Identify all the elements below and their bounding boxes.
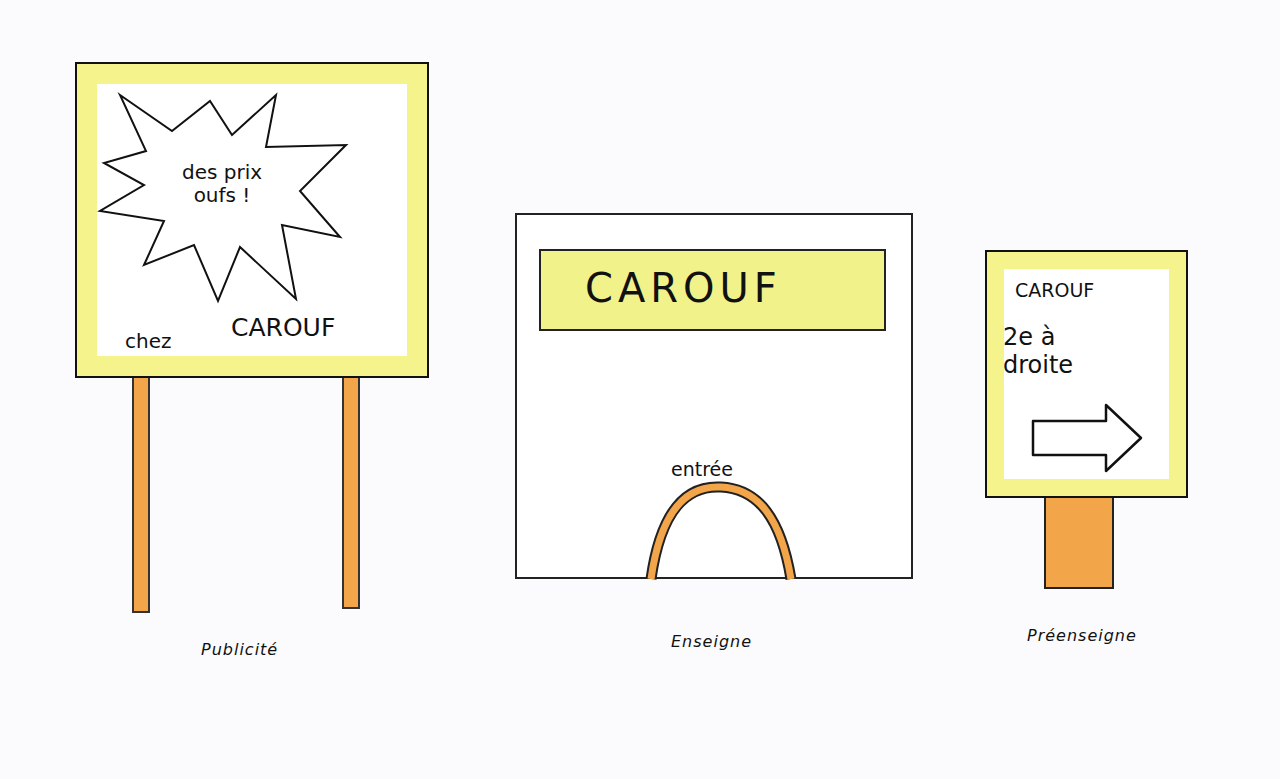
starburst-bubble: des prix oufs !	[100, 95, 347, 302]
board-post	[343, 376, 359, 608]
brand-name: CAROUF	[231, 314, 335, 343]
arch-outline	[647, 485, 795, 579]
direction-arrow	[1033, 405, 1141, 471]
entrance-label: entrée	[671, 459, 733, 481]
sign-caption: Publicité	[201, 640, 278, 659]
entrance-arch: entrée	[647, 485, 795, 579]
brand-name: CAROUF	[1015, 280, 1094, 302]
sign-text: chez	[125, 330, 171, 353]
brand-name: CAROUF	[585, 265, 782, 311]
board-post	[133, 376, 149, 612]
presign-post	[1045, 496, 1113, 588]
slogan-text: des prix oufs !	[162, 161, 282, 207]
sign-caption: Préenseigne	[1027, 626, 1137, 645]
direction-text: 2e à droite	[1003, 324, 1113, 379]
billboard: chez CAROUF des prix oufs !	[75, 62, 429, 378]
shop-sign-band: CAROUF	[539, 249, 886, 331]
starburst-shape	[100, 95, 346, 301]
arch-fill	[651, 487, 791, 579]
sign-caption: Enseigne	[671, 632, 752, 651]
arch-border	[651, 487, 791, 579]
direction-sign: CAROUF 2e à droite	[985, 250, 1188, 498]
shop-facade: CAROUF entrée	[515, 213, 913, 579]
